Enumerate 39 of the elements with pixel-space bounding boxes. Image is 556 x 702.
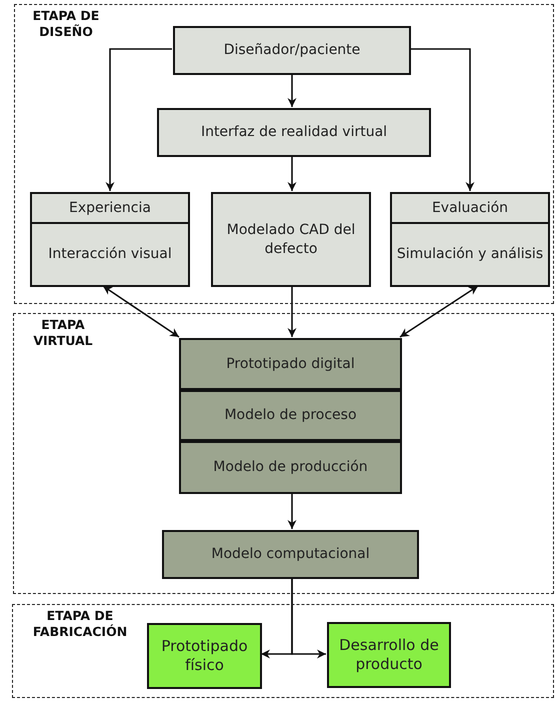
arrow [288,156,296,191]
process-box [179,338,402,390]
arrow [410,48,474,191]
arrow [288,74,296,107]
box-label: Simulación y análisis [396,245,544,264]
arrow [288,286,296,337]
process-box [157,108,431,157]
box-label: Desarrollo de producto [338,636,440,674]
arrow [288,493,296,529]
stage-region [12,604,554,698]
box-heading: Evaluación [432,200,508,216]
box-label: Prototipado físico [160,636,249,676]
stage-region [13,313,554,594]
process-box [30,192,190,287]
arrow [106,48,172,191]
box-label: Modelado CAD del defecto [226,221,356,258]
process-box [179,390,402,441]
process-box [211,192,371,287]
box-heading: Experiencia [69,200,151,216]
box-label: Modelo de proceso [224,406,357,425]
stage-title: ETAPA DE DISEÑO [32,8,100,40]
stage-title: ETAPA DE FABRICACIÓN [32,608,128,640]
box-label: Interacción visual [48,245,172,264]
box-label: Prototipado digital [226,354,355,374]
arrow [400,285,478,338]
box-label: Interfaz de realidad virtual [200,123,388,142]
process-box [162,530,419,579]
box-label: Modelo computacional [211,545,370,564]
arrow [291,578,326,658]
process-box [179,441,402,494]
process-box [390,192,550,287]
process-box [173,26,411,75]
stage-region [14,4,554,304]
arrow [102,285,180,338]
box-label: Diseñador/paciente [224,41,360,60]
box-label: Modelo de producción [213,458,368,477]
process-box [327,622,451,688]
stage-title: ETAPA VIRTUAL [32,317,94,349]
process-box [147,623,262,689]
